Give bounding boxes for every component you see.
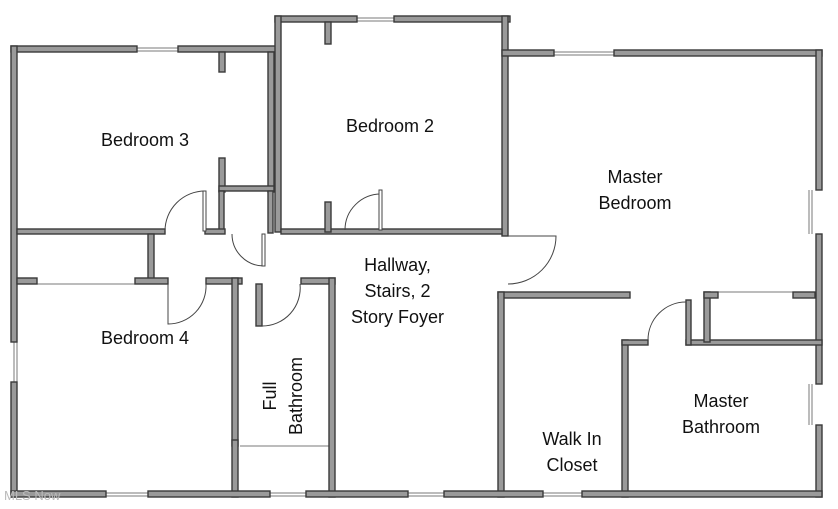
room-label-master-bathroom: Master Bathroom [681, 391, 761, 437]
windows [13, 17, 813, 497]
watermark: MLS Now [4, 488, 61, 503]
room-label-bedroom-4: Bedroom 4 [100, 328, 190, 348]
doors [164, 189, 687, 341]
room-label-hallway: Hallway, Stairs, 2 Story Foyer [350, 255, 445, 327]
room-label-bedroom-2: Bedroom 2 [345, 116, 435, 136]
room-label-full-bathroom: Full Bathroom [260, 356, 306, 436]
walls [10, 15, 823, 498]
room-label-master-bedroom: Master Bedroom [598, 167, 672, 213]
room-label-walk-in-closet: Walk In Closet [542, 429, 602, 475]
room-label-bedroom-3: Bedroom 3 [100, 130, 190, 150]
